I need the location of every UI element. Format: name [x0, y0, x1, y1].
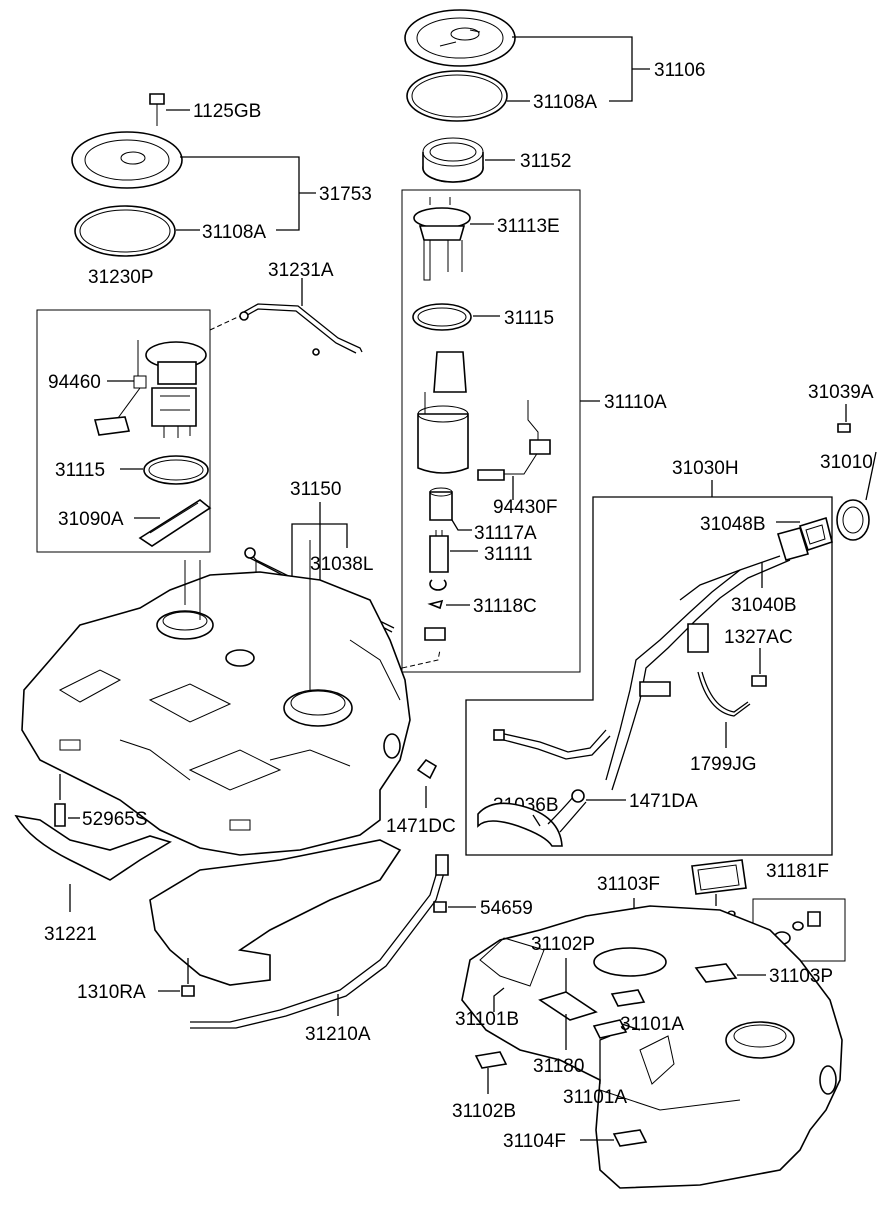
- box-31230P: [36, 309, 211, 553]
- fuel-tank-lower: [461, 905, 843, 1189]
- gasket-31115-left: [143, 455, 209, 485]
- gasket-31048B: [798, 516, 833, 552]
- label-31102B: 31102B: [452, 1101, 516, 1122]
- label-31231A: 31231A: [268, 260, 334, 281]
- clip-1471DC: [416, 758, 438, 780]
- clip-31118C: [427, 599, 444, 610]
- bracket-part: [687, 623, 709, 653]
- lock-ring-31152: [422, 137, 484, 183]
- clip-part: [429, 579, 447, 591]
- label-1799JG: 1799JG: [690, 754, 757, 775]
- label-1471DC: 1471DC: [386, 816, 456, 837]
- level-sender-94430F: [477, 400, 551, 481]
- vent-hose: [493, 729, 611, 760]
- screw-31039A: [837, 423, 851, 433]
- label-1327AC: 1327AC: [724, 627, 793, 648]
- pad-31180: [538, 991, 598, 1021]
- gasket-31108A-top: [406, 70, 508, 122]
- filler-neck-31040B: [605, 527, 810, 791]
- pad-31101A: [592, 1019, 628, 1039]
- bolt-52965S: [54, 803, 66, 827]
- strap-1799JG: [697, 671, 751, 717]
- bolt-1125GB: [149, 93, 165, 126]
- tank-lower-shield: [149, 839, 402, 986]
- label-31180: 31180: [533, 1056, 584, 1077]
- label-31103F: 31103F: [597, 874, 660, 895]
- label-31103P: 31103P: [769, 966, 833, 987]
- label-31115-left: 31115: [55, 460, 105, 481]
- label-31111: 31111: [484, 544, 533, 565]
- label-31113E: 31113E: [497, 216, 560, 237]
- hose-31036B: [477, 795, 587, 847]
- label-31221: 31221: [44, 924, 97, 945]
- label-31102P: 31102P: [531, 934, 595, 955]
- bracket-31090A: [138, 499, 212, 547]
- label-31150: 31150: [290, 479, 341, 500]
- label-94430F: 94430F: [493, 497, 557, 518]
- label-31152: 31152: [520, 151, 571, 172]
- label-31101B: 31101B: [455, 1009, 519, 1030]
- label-31010: 31010: [820, 452, 873, 473]
- part-31181F: [773, 911, 821, 945]
- protector-31221: [14, 814, 172, 881]
- label-31115-mid: 31115: [504, 308, 554, 329]
- label-31753: 31753: [319, 184, 372, 205]
- bracket-part-2: [639, 681, 671, 697]
- pump-reservoir: [417, 351, 469, 474]
- tube-31231A: [209, 303, 363, 356]
- pad-31102B: [474, 1051, 508, 1069]
- label-1310RA: 1310RA: [77, 982, 146, 1003]
- gasket-31038: [691, 859, 747, 895]
- filter-31117A: [429, 487, 453, 521]
- label-31101A-right: 31101A: [620, 1014, 684, 1035]
- pad-31103P: [694, 963, 738, 983]
- label-54659: 54659: [480, 898, 533, 919]
- sub-sender-assembly: [93, 340, 207, 438]
- label-31104F: 31104F: [503, 1131, 566, 1152]
- label-31040B: 31040B: [731, 595, 797, 616]
- gasket-31115-mid: [412, 303, 472, 331]
- label-31210A: 31210A: [305, 1024, 371, 1045]
- label-31106: 31106: [654, 60, 705, 81]
- box-31110A: [401, 189, 581, 673]
- pad-31103F: [610, 989, 646, 1007]
- label-52965S: 52965S: [82, 809, 148, 830]
- fuel-cap-31010: [836, 499, 870, 541]
- cover-plate-31753: [71, 131, 183, 189]
- label-31101A-bottom: 31101A: [563, 1087, 627, 1108]
- label-31038L: 31038L: [310, 554, 373, 575]
- label-31039A: 31039A: [808, 382, 874, 403]
- label-31118C: 31118C: [473, 596, 537, 617]
- label-31108A-left: 31108A: [202, 222, 266, 243]
- label-31110A: 31110A: [604, 392, 667, 413]
- label-31181F: 31181F: [766, 861, 829, 882]
- label-31230P: 31230P: [88, 267, 154, 288]
- band-31210A: [190, 854, 449, 1029]
- label-31108A-top: 31108A: [533, 92, 597, 113]
- nut-1327AC: [751, 675, 767, 687]
- label-31117A: 31117A: [474, 523, 537, 544]
- pump-31111: [429, 530, 449, 573]
- fuel-tank-main: [21, 540, 411, 856]
- gasket-31108A-left: [74, 205, 176, 257]
- label-31048B: 31048B: [700, 514, 766, 535]
- label-31030H: 31030H: [672, 458, 739, 479]
- sender-cover-plate: [404, 9, 516, 67]
- pump-bracket: [424, 627, 446, 641]
- label-1471DA: 1471DA: [629, 791, 698, 812]
- label-31090A: 31090A: [58, 509, 124, 530]
- pad-31104F: [612, 1129, 648, 1147]
- pump-flange-31113E: [413, 197, 471, 281]
- label-94460: 94460: [48, 372, 101, 393]
- label-1125GB: 1125GB: [193, 101, 261, 122]
- nut-54659: [433, 901, 447, 913]
- clamp-1471DA: [571, 789, 585, 803]
- nut-1310RA: [181, 985, 195, 997]
